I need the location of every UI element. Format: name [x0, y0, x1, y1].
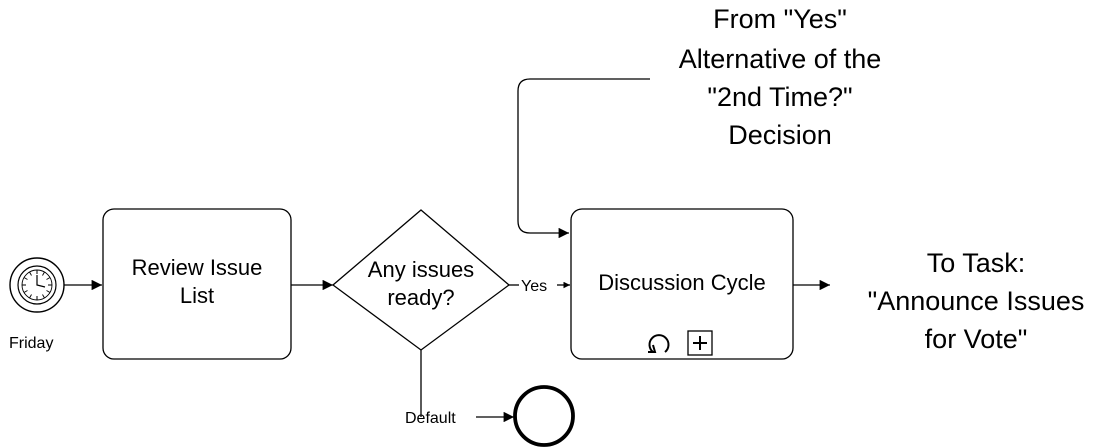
end-event-icon[interactable] [513, 385, 575, 447]
task-review-issue-list[interactable] [102, 208, 292, 360]
timer-icon [17, 265, 57, 305]
annotation-to-line3: for Vote" [925, 324, 1028, 354]
task-review-label-line2: List [180, 283, 214, 308]
start-event-label: Friday [9, 335, 53, 352]
collapsed-subprocess-icon[interactable] [687, 330, 713, 356]
annotation-from-line2: Alternative of the [679, 44, 882, 74]
subprocess-label: Discussion Cycle [598, 270, 766, 295]
flow-default-label: Default [405, 410, 456, 427]
annotation-from-line1: From "Yes" [713, 4, 847, 34]
start-timer-event[interactable] [9, 251, 78, 319]
task-review-label-line1: Review Issue [132, 255, 263, 280]
annotation-from-line3: "2nd Time?" [707, 82, 852, 112]
flow-yes-label: Yes [521, 278, 547, 295]
annotation-to-line2: "Announce Issues [868, 286, 1085, 316]
annotation-from-line4: Decision [728, 120, 832, 150]
gateway-label-line1: Any issues [368, 257, 474, 282]
annotation-to-line1: To Task: [927, 248, 1026, 278]
gateway-label-line2: ready? [387, 285, 454, 310]
flow-from-2nd-time[interactable] [517, 78, 650, 239]
loop-marker-icon [648, 334, 670, 353]
subprocess-discussion-cycle[interactable] [570, 208, 794, 360]
